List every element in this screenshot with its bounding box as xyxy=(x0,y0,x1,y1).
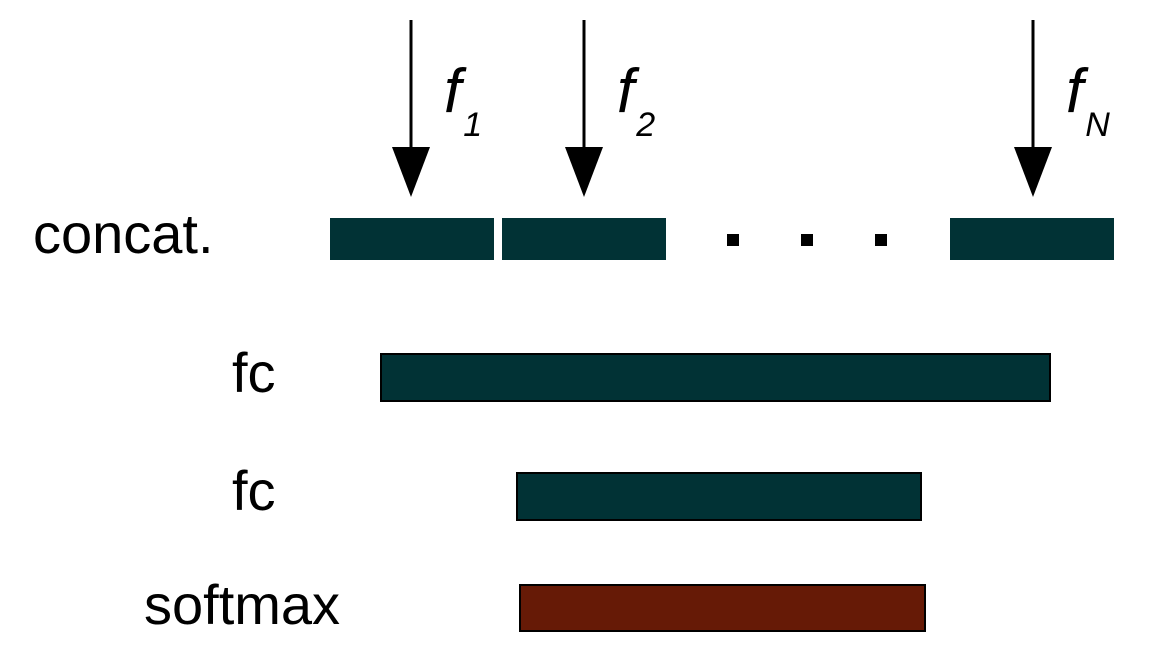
ellipsis-dots xyxy=(727,234,887,246)
concat-label: concat. xyxy=(33,202,214,265)
fc1-label: fc xyxy=(232,341,276,404)
input-arrow-f2 xyxy=(565,20,603,197)
fc1-block xyxy=(380,353,1051,402)
input-arrow-f1 xyxy=(392,20,430,197)
fc2-label: fc xyxy=(232,459,276,522)
concat-block-f1 xyxy=(330,218,494,260)
input-arrow-fN xyxy=(1014,20,1052,197)
concat-block-f2 xyxy=(502,218,666,260)
concat-block-fN xyxy=(950,218,1114,260)
input-label-f2: f2 xyxy=(617,57,655,144)
input-label-fN: fN xyxy=(1066,57,1110,144)
softmax-block xyxy=(519,584,926,632)
softmax-label: softmax xyxy=(144,573,340,636)
fc2-block xyxy=(516,472,922,521)
input-label-f1: f1 xyxy=(444,57,482,144)
